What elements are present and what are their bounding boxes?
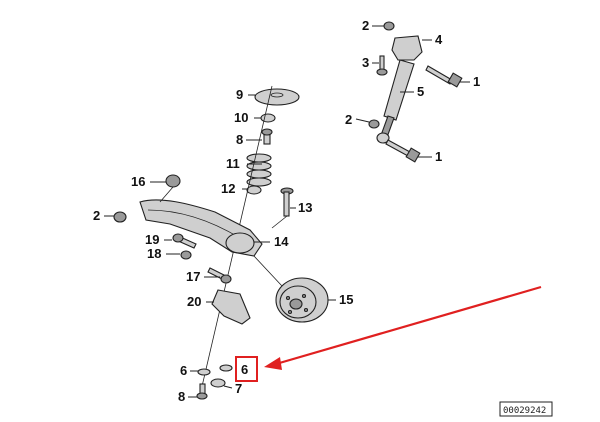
washer-part-12 <box>246 185 262 195</box>
callout-6-left: 6 <box>180 363 187 378</box>
callout-19: 19 <box>145 232 159 247</box>
highlight-box <box>235 356 258 382</box>
trailing-arm-part-14 <box>113 174 263 257</box>
hub-boss <box>225 232 255 254</box>
callout-8-lower: 8 <box>178 389 185 404</box>
callout-17: 17 <box>186 269 200 284</box>
callout-7: 7 <box>235 381 242 396</box>
callout-labels: 1 1 2 2 2 3 4 5 6 6 7 8 8 9 10 11 12 13 … <box>93 18 480 404</box>
callout-9: 9 <box>236 87 243 102</box>
bolt-part-3 <box>379 55 385 71</box>
bolt-part-1-top <box>425 65 453 85</box>
callout-20: 20 <box>187 294 201 309</box>
bolt-head-1-top <box>447 72 463 88</box>
catalog-number-box: 00029242 <box>499 401 553 417</box>
callout-13: 13 <box>298 200 312 215</box>
callout-12: 12 <box>221 181 235 196</box>
shock-body-part-5 <box>383 59 415 121</box>
callout-4: 4 <box>435 32 443 47</box>
callout-8-upper: 8 <box>236 132 243 147</box>
brake-drum-part-15 <box>253 255 329 323</box>
callout-15: 15 <box>339 292 353 307</box>
bushing-part-16 <box>165 174 181 188</box>
bracket-part-20 <box>211 289 251 325</box>
bolt-part-13 <box>271 187 294 229</box>
bolt-part-1-lower <box>385 139 411 157</box>
highlight-arrow-head <box>264 357 282 370</box>
highlight-arrow <box>275 285 542 366</box>
washer-part-6-right <box>219 364 233 372</box>
callout-2-mid: 2 <box>345 112 352 127</box>
bolt-part-18 <box>180 250 192 260</box>
callout-6-highlighted: 6 <box>241 362 248 377</box>
bolt-part-19 <box>172 233 197 249</box>
leader-lines <box>104 25 470 398</box>
bolt-head-1-lower <box>405 147 421 163</box>
bolt-head-3 <box>376 68 388 76</box>
callout-2-left: 2 <box>93 208 100 223</box>
washer-part-10 <box>260 113 276 123</box>
callout-10: 10 <box>234 110 248 125</box>
nut-part-2-mid <box>368 119 380 129</box>
shock-absorber-assembly <box>368 21 463 163</box>
highlight-annotation <box>235 285 542 382</box>
callout-1-upper: 1 <box>473 74 480 89</box>
washer-part-6-left <box>197 368 211 376</box>
catalog-number: 00029242 <box>503 406 546 416</box>
callout-2-top: 2 <box>362 18 369 33</box>
callout-3: 3 <box>362 55 369 70</box>
callout-5: 5 <box>417 84 424 99</box>
callout-1-lower: 1 <box>435 149 442 164</box>
coil-spring-part-11 <box>246 153 272 187</box>
spring-stack <box>199 85 300 396</box>
nut-part-2-top <box>383 21 395 31</box>
lower-mount-parts <box>196 364 233 400</box>
upper-shock-bracket <box>391 35 423 61</box>
callout-18: 18 <box>147 246 161 261</box>
callout-16: 16 <box>131 174 145 189</box>
bolt-part-17 <box>207 267 232 284</box>
callout-11: 11 <box>226 156 240 171</box>
spacer-part-7 <box>210 378 226 388</box>
nut-part-2-left <box>113 211 127 223</box>
shock-lower-eye <box>376 132 390 144</box>
callout-14: 14 <box>274 234 289 249</box>
